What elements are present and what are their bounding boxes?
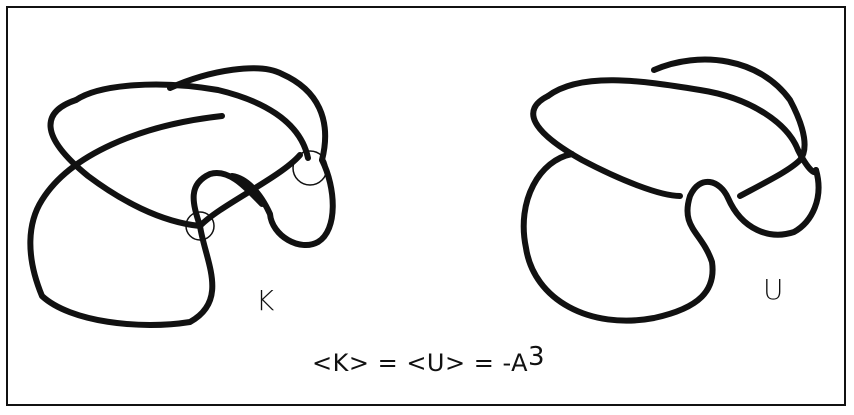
knot-u-outer-loop	[520, 151, 822, 324]
formula-lhs: <K> = <U> =	[312, 349, 503, 377]
knot-k-label: K	[256, 284, 275, 317]
knot-k-left-arc	[47, 97, 203, 229]
crossing-circle-upper	[292, 150, 328, 186]
knot-u-left-arc	[530, 93, 683, 199]
crossing-circle-lower	[185, 211, 215, 241]
formula-minus-a: -A	[502, 349, 529, 377]
knot-k-upper-band	[73, 81, 311, 161]
formula-exponent: 3	[528, 342, 546, 372]
figure-frame	[6, 6, 846, 406]
knot-u-top-arc	[651, 56, 808, 199]
knot-k-inner-loop	[190, 170, 265, 229]
knot-k-top-arc	[167, 65, 329, 163]
knot-k-main-loop	[27, 113, 303, 328]
knot-u-label: U	[763, 273, 784, 306]
bracket-formula: <K> = <U> = -A3	[312, 342, 545, 378]
knot-u-upper-band	[545, 77, 819, 176]
